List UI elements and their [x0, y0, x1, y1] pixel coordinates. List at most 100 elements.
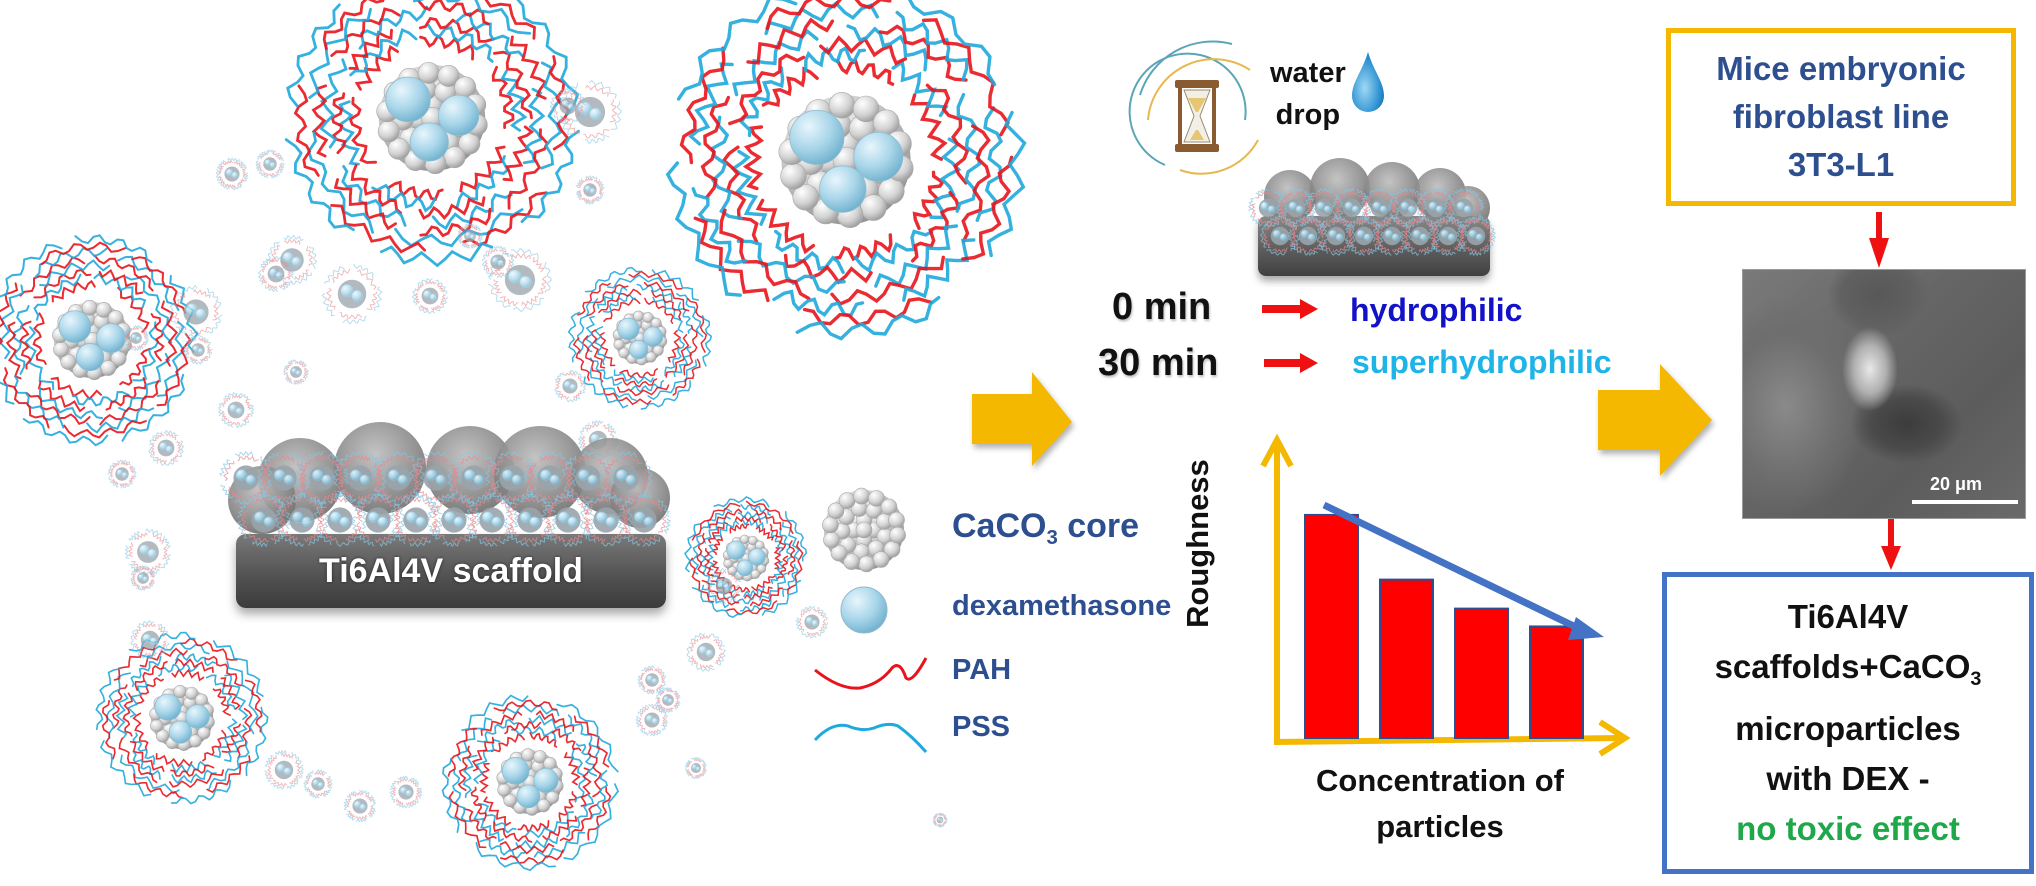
small-coated-particle — [258, 256, 295, 292]
scaffold-label: Ti6Al4V scaffold — [319, 551, 583, 590]
cell-box-line1: Mice embryonic — [1716, 50, 1966, 87]
ti6al4v-scaffold: Ti6Al4V scaffold — [236, 534, 666, 608]
small-coated-particle — [1387, 187, 1429, 228]
small-coated-particle — [1372, 215, 1412, 256]
small-coated-particle — [457, 223, 484, 249]
small-coated-particle — [1456, 216, 1496, 257]
arrow-to-sem — [1869, 212, 1889, 268]
sem-micrograph — [1742, 269, 2026, 519]
small-coated-particle — [351, 493, 406, 547]
scaffold-sphere — [334, 422, 426, 514]
small-coated-particle — [333, 450, 387, 505]
result-box-line4: with DEX - — [1766, 759, 1930, 797]
chart-bar-c2 — [1379, 578, 1434, 739]
sem-scale-bar — [1912, 500, 2018, 504]
legend-pah: PAH — [952, 654, 1012, 686]
small-coated-particle — [218, 391, 255, 429]
result-superhydrophilic: superhydrophilic — [1352, 344, 1612, 380]
small-coated-particle — [1344, 216, 1385, 256]
pah-line-icon — [814, 657, 928, 690]
small-coated-particle — [523, 451, 577, 505]
small-coated-particle — [426, 492, 481, 547]
small-coated-particle — [554, 369, 587, 403]
small-coated-particle — [1248, 188, 1288, 228]
result-box-conclusion: no toxic effect — [1736, 809, 1960, 847]
process-arrow-1 — [972, 372, 1072, 466]
time-30min: 30 min — [1098, 342, 1219, 384]
small-coated-particle — [616, 493, 671, 547]
legend-caco3-text: CaCO — [952, 507, 1047, 545]
water-label-line1: water — [1270, 57, 1346, 89]
small-coated-particle — [303, 769, 333, 799]
legend-caco3-core: CaCO3 core — [952, 507, 1139, 550]
small-coated-particle — [169, 284, 223, 340]
small-coated-particle — [343, 789, 376, 823]
chart-bar-c3 — [1454, 607, 1509, 739]
small-coated-particle — [130, 565, 156, 591]
small-coated-particle — [706, 567, 742, 604]
small-coated-particle — [795, 605, 829, 639]
small-coated-particle — [411, 278, 448, 314]
result-hydrophilic: hydrophilic — [1350, 292, 1523, 328]
y-axis-arrowhead — [1260, 433, 1294, 468]
small-coated-particle — [122, 324, 150, 352]
small-coated-particle — [1316, 216, 1356, 256]
small-coated-particle — [1360, 188, 1400, 228]
roughness-chart — [1260, 433, 1631, 757]
cell-box-line3: 3T3-L1 — [1787, 146, 1895, 183]
small-coated-particle — [635, 703, 669, 737]
small-coated-particle — [503, 492, 558, 547]
water-drop-label: water drop — [1270, 52, 1346, 136]
small-coated-particle — [579, 492, 633, 547]
small-coated-particle — [264, 749, 304, 790]
result-box-line1: Ti6Al4V — [1787, 598, 1909, 636]
small-coated-particle — [283, 359, 309, 385]
cell-line-box: Mice embryonic fibroblast line 3T3-L1 — [1666, 28, 2016, 206]
caco3-core-icon — [822, 487, 906, 573]
hourglass-icon — [1128, 40, 1259, 175]
small-coated-particle — [389, 492, 444, 548]
legend-caco3-suffix: core — [1057, 507, 1140, 545]
trend-arrow — [1322, 501, 1588, 636]
trend-arrowhead — [1568, 617, 1604, 640]
result-box-line2-subscript: 3 — [1970, 667, 1982, 690]
small-coated-particle — [1288, 215, 1329, 256]
small-coated-particle — [389, 775, 423, 809]
small-coated-particle — [148, 430, 185, 467]
sem-scale-label: 20 μm — [1930, 474, 1983, 494]
arrow-30min — [1264, 353, 1318, 373]
small-coated-particle — [575, 175, 605, 206]
small-coated-particle — [215, 157, 249, 191]
result-box-line3: microparticles — [1735, 709, 1961, 747]
small-coated-particle — [684, 756, 707, 779]
coated-particle-large — [665, 0, 1027, 341]
small-coated-particle — [1399, 216, 1440, 256]
process-arrow-2 — [1598, 364, 1712, 476]
small-coated-particle — [541, 492, 595, 548]
coated-particle-large — [284, 0, 580, 268]
dexamethasone-icon — [840, 586, 888, 634]
small-coated-particle — [932, 812, 948, 828]
small-coated-particle — [183, 335, 213, 365]
small-coated-particle — [549, 88, 586, 125]
small-coated-particle — [686, 632, 727, 672]
legend-caco3-subscript: 3 — [1046, 527, 1058, 550]
coated-particle-large — [0, 234, 199, 447]
arrow-0min — [1262, 299, 1318, 319]
x-axis-arrowhead — [1598, 719, 1631, 757]
water-drop-icon — [1352, 52, 1384, 112]
chart-bar-c4 — [1529, 625, 1584, 740]
time-0min: 0 min — [1112, 286, 1212, 328]
small-coated-particle — [124, 528, 172, 576]
result-box-line2-text: scaffolds+CaCO — [1714, 648, 1971, 686]
chart-x-axis-label: Concentration of particles — [1316, 763, 1564, 844]
legend-pss: PSS — [952, 711, 1011, 743]
result-box-line2: scaffolds+CaCO3 — [1715, 642, 1982, 704]
small-coated-particle — [637, 665, 667, 695]
result-box: Ti6Al4V scaffolds+CaCO3 microparticles w… — [1662, 572, 2034, 874]
small-coated-particle — [313, 493, 368, 548]
small-coated-particle — [130, 619, 170, 660]
small-coated-particle — [1443, 188, 1485, 229]
